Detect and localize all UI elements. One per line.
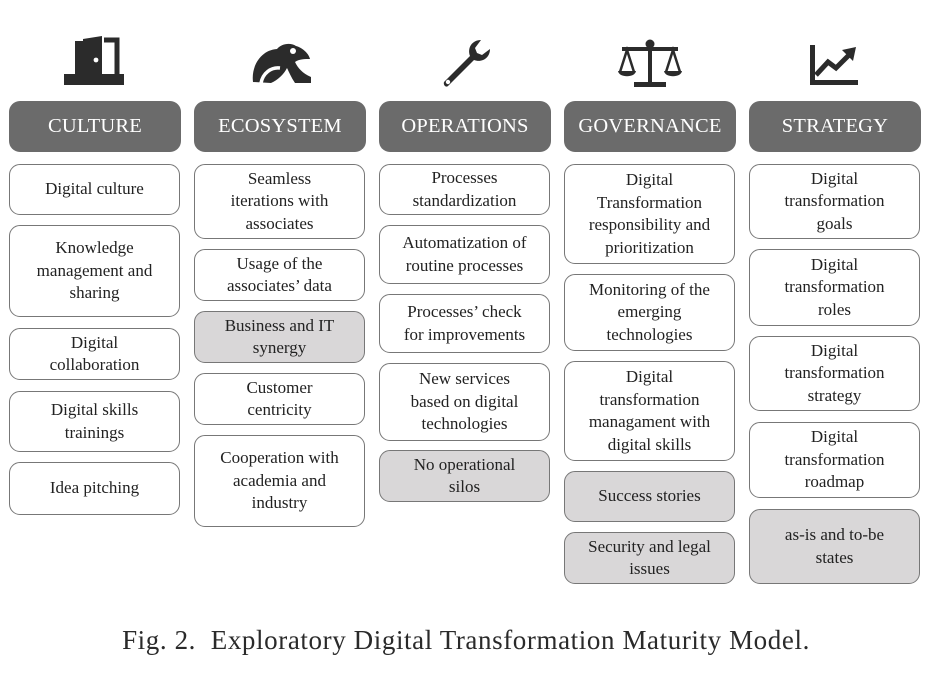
header-governance: GOVERNANCE — [564, 101, 736, 152]
culture-item: Digital culture — [9, 164, 180, 215]
strategy-item: Digital transformation strategy — [749, 336, 920, 411]
ecosystem-item: Business and IT synergy — [194, 311, 365, 363]
balance-scale-icon — [617, 38, 683, 90]
operations-item: Automatization of routine processes — [379, 225, 550, 284]
header-operations: OPERATIONS — [379, 101, 551, 152]
strategy-item: Digital transformation roadmap — [749, 422, 920, 498]
governance-item: Digital transformation managament with d… — [564, 361, 735, 461]
figure-caption: Fig. 2. Exploratory Digital Transformati… — [122, 625, 810, 655]
culture-item: Idea pitching — [9, 462, 180, 515]
strategy-item: as-is and to-be states — [749, 509, 920, 584]
header-ecosystem: ECOSYSTEM — [194, 101, 366, 152]
operations-item: Processes’ check for improvements — [379, 294, 550, 353]
strategy-item: Digital transformation goals — [749, 164, 920, 239]
header-strategy: STRATEGY — [749, 101, 921, 152]
culture-item: Knowledge management and sharing — [9, 225, 180, 317]
governance-item: Success stories — [564, 471, 735, 522]
ecosystem-item: Usage of the associates’ data — [194, 249, 365, 301]
line-chart-icon — [808, 43, 860, 87]
frog-icon — [249, 40, 315, 86]
ecosystem-item: Customer centricity — [194, 373, 365, 425]
ecosystem-item: Cooperation with academia and industry — [194, 435, 365, 527]
door-exit-icon — [62, 36, 128, 88]
ecosystem-item: Seamless iterations with associates — [194, 164, 365, 239]
governance-item: Digital Transformation responsibility an… — [564, 164, 735, 264]
operations-item: Processes standardization — [379, 164, 550, 215]
operations-item: New services based on digital technologi… — [379, 363, 550, 441]
header-culture: CULTURE — [9, 101, 181, 152]
governance-item: Security and legal issues — [564, 532, 735, 584]
operations-item: No operational silos — [379, 450, 550, 502]
governance-item: Monitoring of the emerging technologies — [564, 274, 735, 351]
culture-item: Digital collaboration — [9, 328, 180, 380]
strategy-item: Digital transformation roles — [749, 249, 920, 326]
culture-item: Digital skills trainings — [9, 391, 180, 452]
wrench-icon — [440, 38, 492, 90]
